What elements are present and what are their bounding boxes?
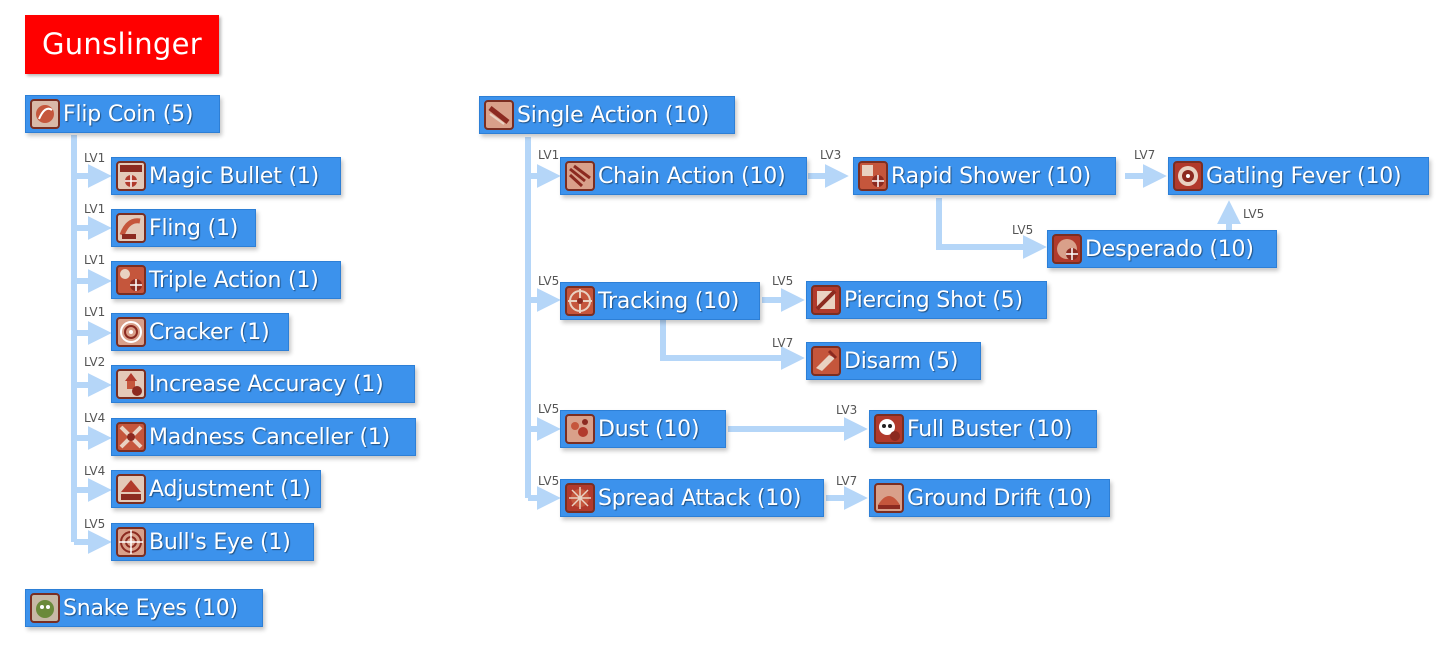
madness-icon <box>116 422 146 452</box>
skill-increase-accuracy[interactable]: Increase Accuracy (1) <box>111 365 415 403</box>
target-icon <box>116 527 146 557</box>
skill-full-buster[interactable]: Full Buster (10) <box>869 410 1097 448</box>
skill-ground-drift[interactable]: Ground Drift (10) <box>869 479 1110 517</box>
requirement-label: LV5 <box>538 274 560 288</box>
chain-action-icon <box>565 161 595 191</box>
requirement-label: LV5 <box>84 517 106 531</box>
skill-snake-eyes[interactable]: Snake Eyes (10) <box>25 589 263 627</box>
ground-drift-icon <box>874 483 904 513</box>
skill-spread-attack[interactable]: Spread Attack (10) <box>560 479 824 517</box>
skill-gatling-fever[interactable]: Gatling Fever (10) <box>1168 157 1429 195</box>
single-action-icon <box>484 100 514 130</box>
skill-single-action[interactable]: Single Action (10) <box>479 96 735 134</box>
snake-icon <box>30 593 60 623</box>
skill-cracker[interactable]: Cracker (1) <box>111 313 289 351</box>
requirement-label: LV1 <box>84 253 106 267</box>
magic-bullet-icon <box>116 161 146 191</box>
skill-triple-action[interactable]: Triple Action (1) <box>111 261 341 299</box>
requirement-label: LV3 <box>836 403 858 417</box>
requirement-label: LV2 <box>84 355 106 369</box>
skill-rapid-shower[interactable]: Rapid Shower (10) <box>853 157 1116 195</box>
tracking-icon <box>565 286 595 316</box>
skill-fling[interactable]: Fling (1) <box>111 209 256 247</box>
skill-flip-coin[interactable]: Flip Coin (5) <box>25 95 220 133</box>
dust-icon <box>565 414 595 444</box>
requirement-label: LV5 <box>772 274 794 288</box>
coin-icon <box>30 99 60 129</box>
requirement-label: LV5 <box>1012 223 1034 237</box>
skill-bulls-eye[interactable]: Bull's Eye (1) <box>111 523 314 561</box>
requirement-label: LV5 <box>538 474 560 488</box>
gatling-icon <box>1173 161 1203 191</box>
fling-icon <box>116 213 146 243</box>
skill-magic-bullet[interactable]: Magic Bullet (1) <box>111 157 341 195</box>
requirement-label: LV3 <box>820 148 842 162</box>
piercing-icon <box>811 285 841 315</box>
requirement-label: LV1 <box>84 202 106 216</box>
requirement-label: LV5 <box>1243 207 1265 221</box>
skill-disarm[interactable]: Disarm (5) <box>806 342 981 380</box>
skill-tracking[interactable]: Tracking (10) <box>560 282 760 320</box>
triple-action-icon <box>116 265 146 295</box>
skill-dust[interactable]: Dust (10) <box>560 410 726 448</box>
requirement-label: LV4 <box>84 464 106 478</box>
page-title: Gunslinger <box>25 15 219 74</box>
skill-desperado[interactable]: Desperado (10) <box>1047 230 1277 268</box>
requirement-label: LV7 <box>772 336 794 350</box>
cracker-icon <box>116 317 146 347</box>
requirement-label: LV5 <box>538 402 560 416</box>
skill-adjustment[interactable]: Adjustment (1) <box>111 470 321 508</box>
skill-madness-canceller[interactable]: Madness Canceller (1) <box>111 418 416 456</box>
skull-icon <box>874 414 904 444</box>
requirement-label: LV7 <box>836 474 858 488</box>
desperado-icon <box>1052 234 1082 264</box>
requirement-label: LV4 <box>84 411 106 425</box>
spread-icon <box>565 483 595 513</box>
accuracy-icon <box>116 369 146 399</box>
skill-piercing-shot[interactable]: Piercing Shot (5) <box>806 281 1047 319</box>
requirement-label: LV1 <box>538 148 560 162</box>
disarm-icon <box>811 346 841 376</box>
requirement-label: LV1 <box>84 151 106 165</box>
rapid-shower-icon <box>858 161 888 191</box>
requirement-label: LV1 <box>84 305 106 319</box>
skill-chain-action[interactable]: Chain Action (10) <box>560 157 807 195</box>
requirement-label: LV7 <box>1134 148 1156 162</box>
adjustment-icon <box>116 474 146 504</box>
